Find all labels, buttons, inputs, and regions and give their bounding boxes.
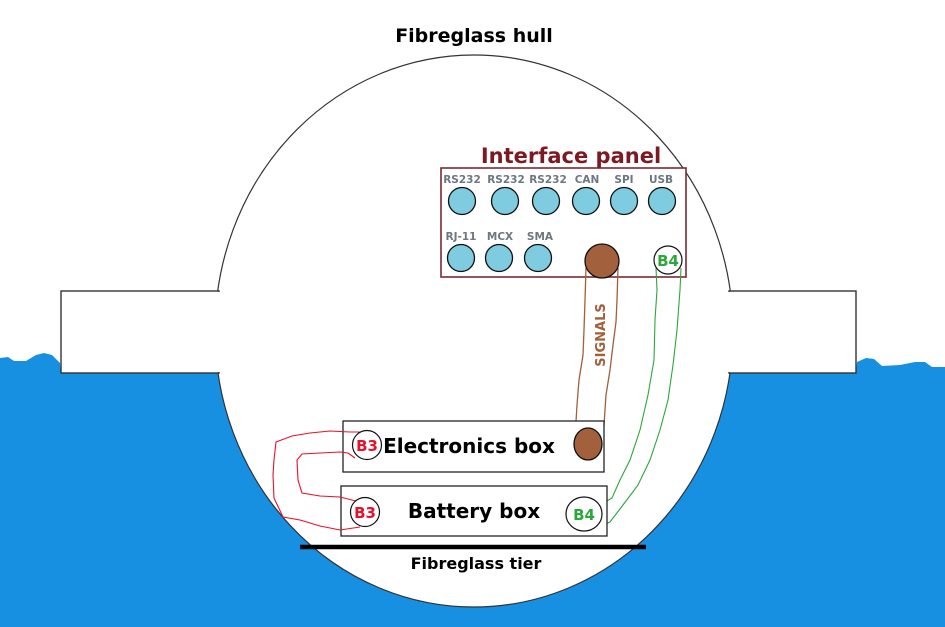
electronics-box-label: Electronics box [383,434,555,458]
connector-label-rs232-1: RS232 [443,174,481,186]
b3-label-electronics: B3 [356,437,378,455]
connector-rj11 [446,243,476,273]
connector-usb [647,186,677,216]
b4-connector-battery [565,496,603,532]
b4-label-panel: B4 [657,252,679,270]
b3-connector-electronics [351,429,383,461]
interface-panel-title: Interface panel [481,144,661,168]
connector-rs232-2 [490,186,520,216]
b3-connector-battery [349,496,381,528]
b3-cable [272,430,362,531]
signals-connector-panel [584,243,620,279]
hull-title: Fibreglass hull [395,25,553,47]
b4-connector-panel [653,245,683,275]
b4-label-battery: B4 [573,506,595,524]
tier-label: Fibreglass tier [411,554,542,573]
right-fin [728,290,857,374]
connector-can [571,186,601,216]
connector-label-rs232-3: RS232 [529,174,567,186]
electronics-box [342,420,605,473]
connector-label-spi: SPI [614,174,633,186]
connector-spi [609,186,639,216]
connector-sma [523,243,553,273]
connector-label-sma: SMA [527,231,554,243]
signals-label: SIGNALS [594,303,609,366]
interface-panel: Interface panel RS232 RS232 RS232 CAN SP… [440,144,687,278]
signals-connector-electronics [573,427,603,461]
connector-mcx [484,243,514,273]
connector-label-can: CAN [575,174,600,186]
connector-label-rs232-2: RS232 [487,174,525,186]
connector-rs232-3 [531,186,561,216]
signals-cable: SIGNALS [574,267,619,441]
connector-rs232-1 [447,186,477,216]
battery-box [340,485,608,537]
connector-label-usb: USB [649,174,673,186]
battery-box-label: Battery box [408,499,540,523]
b3-label-battery: B3 [354,504,376,522]
b4-cable [595,267,682,529]
left-fin [60,290,220,374]
connector-label-rj11: RJ-11 [446,231,477,243]
connector-label-mcx: MCX [487,231,513,243]
